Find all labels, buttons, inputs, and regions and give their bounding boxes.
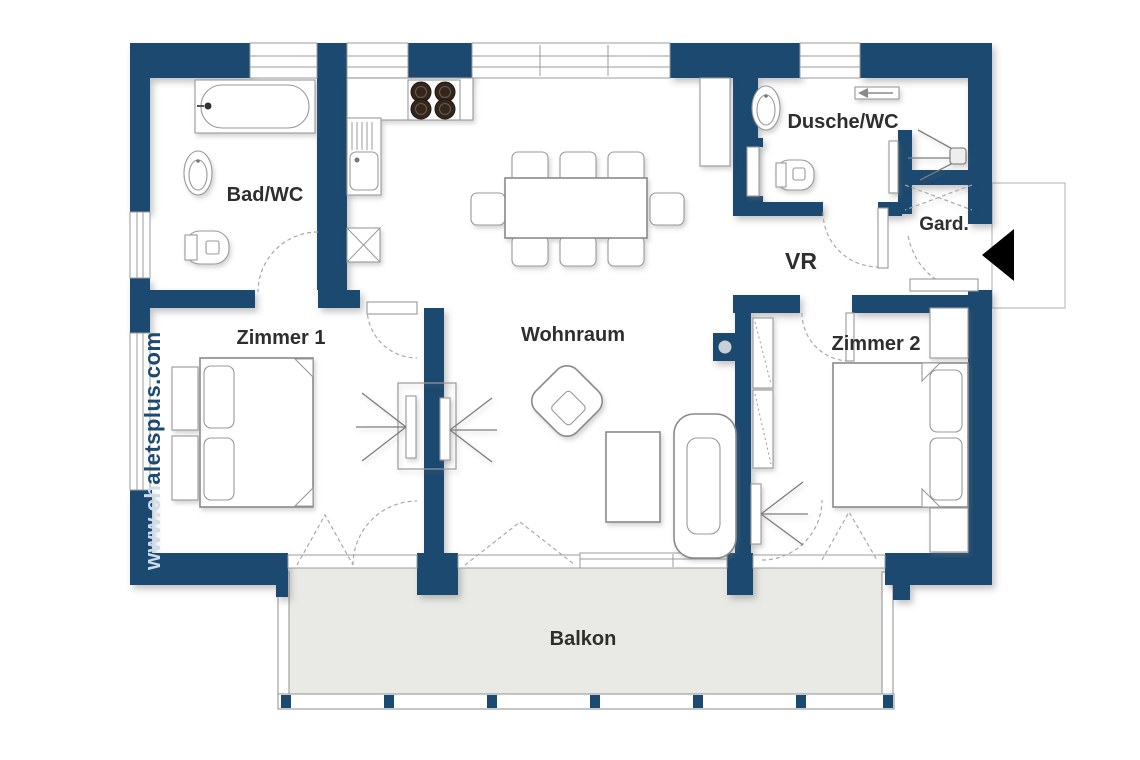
zimmer2-wardrobe <box>752 317 774 469</box>
label-wohnraum: Wohnraum <box>521 324 625 346</box>
balcony-door-sill-zimmer2 <box>752 554 886 569</box>
armchair <box>530 364 604 438</box>
zimmer2-door-arc <box>801 312 851 362</box>
dusche-door-leaf <box>877 207 889 269</box>
balcony-door-tilt-wohnraum <box>464 521 576 566</box>
room-labels: Bad/WC Dusche/WC Gard. VR Wohnraum Zimme… <box>227 111 969 650</box>
kitchen-sink <box>346 117 382 196</box>
label-bad-wc: Bad/WC <box>227 184 304 206</box>
zimmer1-bed <box>199 357 314 508</box>
window-left-bath <box>129 211 151 279</box>
chimney-flue-icon <box>718 340 732 354</box>
watermark-text: www.chaletsplus.com <box>140 331 165 571</box>
label-zimmer2: Zimmer 2 <box>832 333 921 355</box>
balcony-door-swing-zimmer1 <box>352 500 418 566</box>
label-gard: Gard. <box>919 214 969 235</box>
dining-set <box>470 151 685 267</box>
kitchen-shaft <box>346 227 381 263</box>
sofa <box>673 413 737 559</box>
shower-head-icon <box>949 147 967 165</box>
furniture <box>171 77 973 559</box>
shower-sliding-door <box>854 86 900 100</box>
balcony-door-tilt-zimmer2 <box>821 510 878 561</box>
balcony-door-tilt-zimmer1 <box>296 513 354 566</box>
bathtub <box>194 79 316 134</box>
entrance-door-leaf <box>909 278 979 292</box>
tv-unit-double <box>356 382 497 470</box>
dusche-niche-shelf <box>746 146 760 197</box>
window-top-3 <box>471 42 671 79</box>
balcony <box>277 568 895 710</box>
bath-sink <box>183 150 213 196</box>
dusche-toilet <box>775 159 815 191</box>
zimmer2-nightstand-1 <box>929 307 969 359</box>
balcony-door-sill-wohnraum <box>457 554 581 569</box>
coffee-table <box>605 431 661 523</box>
watermark-on-floor: aletsplus.com <box>140 331 165 484</box>
walls <box>130 43 992 600</box>
zimmer2-bed <box>832 362 969 508</box>
balcony-railing <box>277 693 895 710</box>
zimmer1-door-leaf <box>366 301 418 315</box>
shower-glass <box>888 140 899 194</box>
dining-table <box>504 177 648 239</box>
window-top-1 <box>249 42 318 79</box>
balcony-railing-posts <box>281 695 893 708</box>
entrance-landing-outline <box>991 182 1066 309</box>
door-swings <box>257 207 979 566</box>
label-dusche-wc: Dusche/WC <box>787 111 898 133</box>
window-left-zimmer1 <box>129 332 151 491</box>
window-top-4 <box>799 42 861 79</box>
bath-toilet <box>184 230 230 265</box>
zimmer2-tv <box>750 481 808 546</box>
watermark-on-wall: www.ch <box>140 485 165 571</box>
gard-wardrobe <box>904 184 973 211</box>
label-balkon: Balkon <box>550 628 617 650</box>
bath-door-arc <box>257 231 319 293</box>
balcony-side-right <box>881 571 894 697</box>
label-zimmer1: Zimmer 1 <box>237 327 326 349</box>
label-vr: VR <box>785 248 817 274</box>
window-top-2 <box>346 42 409 79</box>
stove <box>407 79 461 121</box>
entrance-arrow-icon <box>982 229 1014 281</box>
zimmer2-door-leaf <box>845 312 855 362</box>
dusche-door-arc <box>822 211 879 268</box>
shower <box>888 129 967 194</box>
zimmer1-nightstand-2 <box>171 435 199 501</box>
zimmer1-nightstand-1 <box>171 366 199 431</box>
zimmer1-door-arc <box>366 307 418 359</box>
dusche-sink <box>751 85 781 131</box>
zimmer2-nightstand-2 <box>929 507 969 553</box>
balcony-floor <box>288 568 888 696</box>
balcony-door-swing-zimmer2 <box>761 499 823 561</box>
